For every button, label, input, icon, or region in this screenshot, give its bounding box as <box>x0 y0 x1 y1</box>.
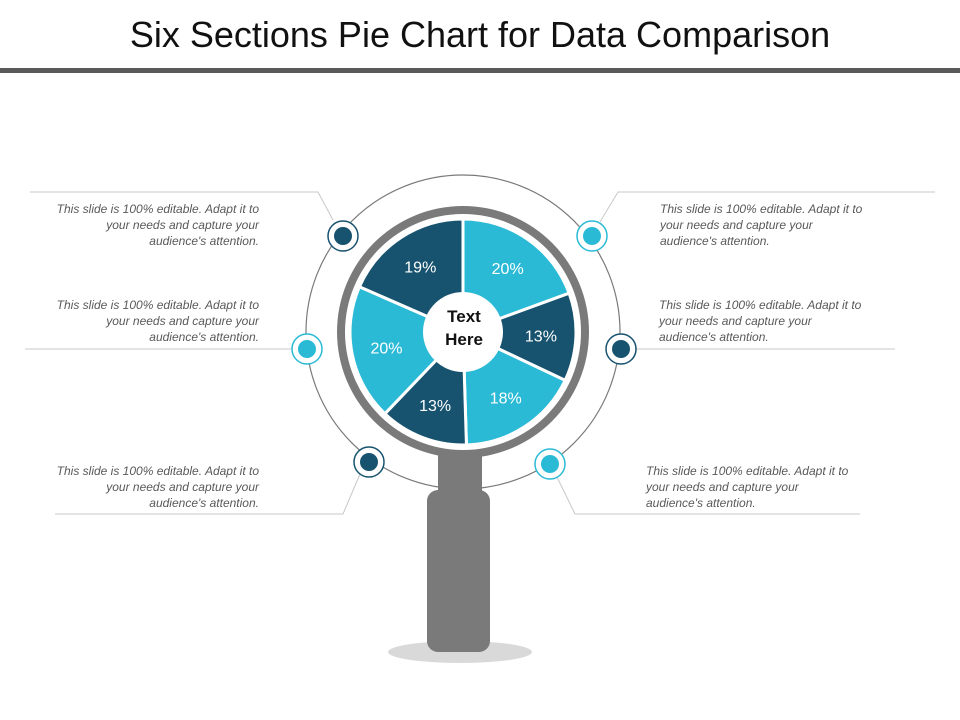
marker-dot-6 <box>541 455 559 473</box>
marker-dot-4 <box>583 227 601 245</box>
pie-slices <box>348 217 578 447</box>
center-text-line1: Text <box>447 307 481 326</box>
slice-label-6: 19% <box>404 260 436 277</box>
center-text: Text Here <box>424 305 504 351</box>
marker-dot-3 <box>360 453 378 471</box>
connector-line-3 <box>55 473 361 515</box>
slice-label-3: 18% <box>490 390 522 407</box>
slice-labels: 20% 13% 18% 13% 20% 19% <box>371 260 557 415</box>
pie-slice-5 <box>348 284 466 416</box>
center-text-line2: Here <box>445 330 483 349</box>
connector-line-4 <box>599 191 935 223</box>
marker-dot-1 <box>334 227 352 245</box>
connector-line-1 <box>30 191 334 221</box>
slice-label-5: 20% <box>371 340 403 357</box>
description-left-middle: This slide is 100% editable. Adapt it to… <box>56 298 259 344</box>
slice-label-1: 20% <box>492 261 524 278</box>
pie-center-hole <box>423 292 503 372</box>
description-right-top: This slide is 100% editable. Adapt it to… <box>660 202 863 248</box>
slice-label-4: 13% <box>419 398 451 415</box>
slice-label-2: 13% <box>525 329 557 346</box>
description-right-bottom: This slide is 100% editable. Adapt it to… <box>646 464 849 510</box>
marker-dot-5 <box>612 340 630 358</box>
description-left-bottom: This slide is 100% editable. Adapt it to… <box>56 464 259 510</box>
title-rule <box>0 68 960 73</box>
description-right-middle: This slide is 100% editable. Adapt it to… <box>659 298 862 344</box>
magnifier-handle <box>427 490 490 652</box>
pie-slice-2 <box>459 291 578 383</box>
marker-dot-2 <box>298 340 316 358</box>
callout-markers <box>291 220 637 480</box>
description-left-top: This slide is 100% editable. Adapt it to… <box>56 202 259 248</box>
connector-line-6 <box>556 476 860 515</box>
page-title: Six Sections Pie Chart for Data Comparis… <box>129 14 831 55</box>
